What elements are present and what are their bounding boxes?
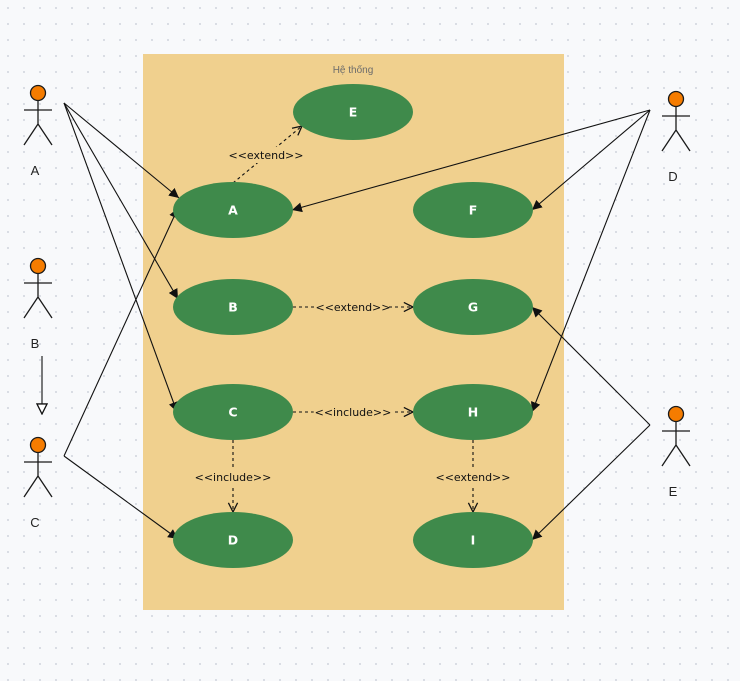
extend-relation-a-to-e: <<extend>> [229,126,304,184]
association-a-to-a [63,102,180,199]
use-case-e[interactable]: E [293,84,413,140]
extend-relation-b-to-g: <<extend>> [293,299,413,315]
extend-label-bg [230,147,302,163]
use-case-ellipse[interactable] [173,384,293,440]
extend-label: <<extend>> [229,149,304,162]
use-case-label: C [228,405,237,420]
actor-e[interactable]: E [661,405,691,500]
use-case-g[interactable]: G [413,279,533,335]
use-case-i[interactable]: I [413,512,533,568]
include-label-bg [193,469,273,485]
relationships: <<extend>> <<extend>> <<include>> <<include… [193,126,511,512]
use-case-ellipse[interactable] [173,279,293,335]
use-case-label: F [469,203,478,218]
actor-head-icon [29,436,47,454]
use-case-label: D [228,533,238,548]
extend-label: <<extend>> [316,301,391,314]
stick-figure-icon [23,100,53,146]
use-case-label: E [349,105,358,120]
association-d-to-h [530,109,651,413]
actors: A B C D E [23,84,691,531]
actor-head-icon [667,405,685,423]
actor-label: E [669,484,678,499]
use-case-a[interactable]: A [173,182,293,238]
include-relation-c-to-d: <<include>> [193,440,273,512]
use-case-ellipse[interactable] [413,512,533,568]
association-a-to-c [63,102,179,413]
association-d-to-a [291,109,651,213]
use-case-label: G [468,300,478,315]
association-c-to-a [63,207,179,457]
include-label-bg [313,404,393,420]
use-case-label: B [228,300,238,315]
actor-d[interactable]: D [661,90,691,185]
actor-label: A [31,163,40,178]
association-a-to-b [63,102,179,300]
use-case-f[interactable]: F [413,182,533,238]
stick-figure-icon [661,421,691,467]
actor-c[interactable]: C [23,436,53,531]
actor-head-icon [29,257,47,275]
actor-label: D [668,169,677,184]
system-title: Hệ thống [333,64,374,76]
extend-relation-h-to-i: <<extend>> [436,440,511,512]
extend-label-bg [437,469,509,485]
association-c-to-d [63,455,179,540]
actor-head-icon [29,84,47,102]
include-label: <<include>> [195,471,272,484]
use-case-ellipse[interactable] [413,182,533,238]
use-case-b[interactable]: B [173,279,293,335]
actor-label: C [30,515,39,530]
stick-figure-icon [661,106,691,152]
use-case-label: I [471,533,476,548]
use-case-ellipse[interactable] [293,84,413,140]
extend-label: <<extend>> [436,471,511,484]
use-case-d[interactable]: D [173,512,293,568]
associations [42,102,651,541]
actor-a[interactable]: A [23,84,53,179]
use-case-ellipse[interactable] [173,182,293,238]
use-case-c[interactable]: C [173,384,293,440]
stick-figure-icon [23,273,53,319]
use-cases: E A F B G C H D I [173,84,533,568]
association-d-to-f [531,109,651,211]
extend-label-bg [317,299,389,315]
use-case-label: H [468,405,478,420]
actor-label: B [31,336,40,351]
association-e-to-i [531,424,651,541]
include-label: <<include>> [315,406,392,419]
include-relation-c-to-h: <<include>> [293,404,413,420]
use-case-h[interactable]: H [413,384,533,440]
stick-figure-icon [23,452,53,498]
use-case-label: A [228,203,238,218]
use-case-ellipse[interactable] [413,384,533,440]
use-case-ellipse[interactable] [413,279,533,335]
actor-head-icon [667,90,685,108]
association-e-to-g [531,306,651,426]
actor-b[interactable]: B [23,257,53,352]
use-case-ellipse[interactable] [173,512,293,568]
